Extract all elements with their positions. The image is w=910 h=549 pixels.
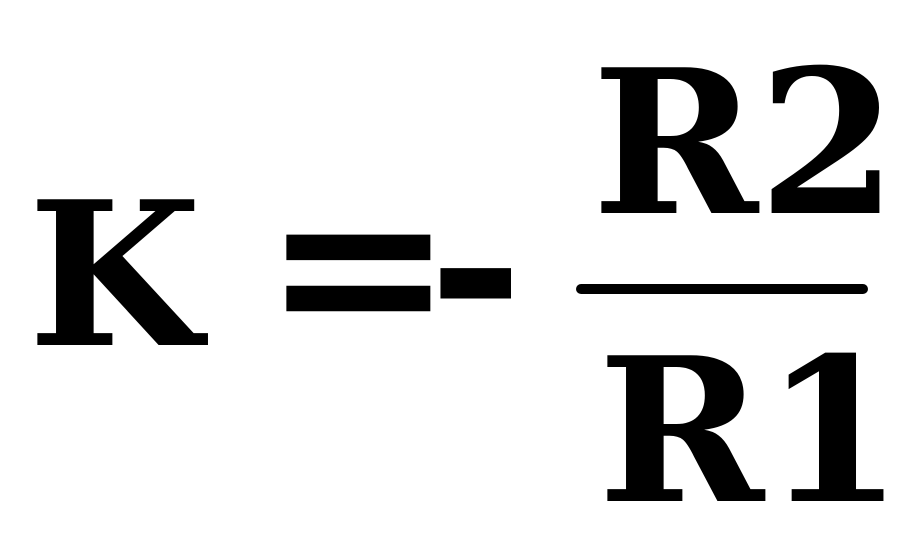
fraction-bar	[576, 284, 868, 294]
equals-sign: =	[262, 130, 455, 400]
formula-lhs-variable: K	[28, 158, 202, 393]
minus-sign: -	[428, 130, 524, 400]
fraction-denominator: R1	[598, 314, 904, 549]
fraction-numerator: R2	[592, 26, 898, 261]
